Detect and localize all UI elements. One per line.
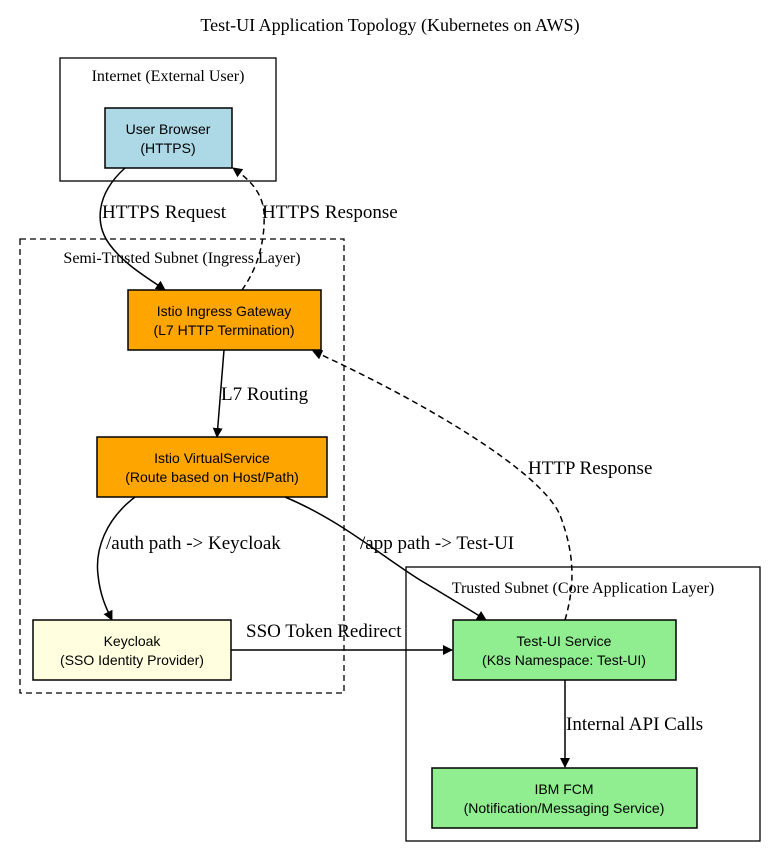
node-ingress-gateway-line2: (L7 HTTP Termination)	[153, 322, 294, 338]
node-virtual-service-line1: Istio VirtualService	[154, 450, 270, 466]
cluster-internet: Internet (External User)	[59, 57, 277, 182]
node-user-browser-line2: (HTTPS)	[140, 140, 195, 156]
edge-internal-api-label: Internal API Calls	[566, 714, 703, 735]
edge-http-response-label: HTTP Response	[528, 458, 652, 479]
node-ibm-fcm-line2: (Notification/Messaging Service)	[464, 800, 665, 816]
cluster-semi-trusted: Semi-Trusted Subnet (Ingress Layer)	[19, 238, 345, 694]
node-ingress-gateway-line1: Istio Ingress Gateway	[157, 303, 292, 319]
node-keycloak-line2: (SSO Identity Provider)	[60, 652, 204, 668]
edge-http-response: HTTP Response	[312, 350, 652, 621]
node-user-browser[interactable]: User Browser (HTTPS)	[104, 107, 233, 169]
cluster-trusted-label: Trusted Subnet (Core Application Layer)	[452, 580, 714, 597]
node-test-ui-service[interactable]: Test-UI Service (K8s Namespace: Test-UI)	[452, 619, 677, 681]
edge-l7-routing-label: L7 Routing	[221, 384, 309, 405]
node-keycloak-line1: Keycloak	[104, 633, 162, 649]
edge-app-path-label: /app path -> Test-UI	[360, 533, 514, 554]
edge-auth-path: /auth path -> Keycloak	[96, 496, 281, 621]
node-user-browser-line1: User Browser	[126, 121, 211, 137]
cluster-trusted: Trusted Subnet (Core Application Layer)	[405, 566, 761, 842]
edge-internal-api: Internal API Calls	[560, 680, 703, 768]
node-virtual-service-line2: (Route based on Host/Path)	[125, 469, 299, 485]
edge-sso-redirect-label: SSO Token Redirect	[246, 621, 402, 642]
node-test-ui-service-line1: Test-UI Service	[517, 633, 612, 649]
edge-https-response-label: HTTPS Response	[262, 202, 398, 223]
edge-auth-path-label: /auth path -> Keycloak	[106, 533, 281, 554]
node-ibm-fcm[interactable]: IBM FCM (Notification/Messaging Service)	[431, 767, 698, 829]
cluster-semi-trusted-label: Semi-Trusted Subnet (Ingress Layer)	[63, 250, 300, 267]
node-virtual-service[interactable]: Istio VirtualService (Route based on Hos…	[96, 436, 328, 498]
edge-https-response: HTTPS Response	[232, 167, 398, 291]
cluster-internet-label: Internet (External User)	[92, 68, 245, 85]
node-ingress-gateway[interactable]: Istio Ingress Gateway (L7 HTTP Terminati…	[127, 289, 322, 351]
diagram-title: Test-UI Application Topology (Kubernetes…	[200, 15, 579, 36]
edge-app-path: /app path -> Test-UI	[284, 496, 514, 621]
edge-sso-redirect: SSO Token Redirect	[231, 621, 453, 655]
node-keycloak[interactable]: Keycloak (SSO Identity Provider)	[32, 619, 232, 681]
edge-l7-routing: L7 Routing	[212, 349, 309, 438]
edge-https-request: HTTPS Request	[99, 167, 227, 291]
node-test-ui-service-line2: (K8s Namespace: Test-UI)	[482, 652, 646, 668]
edge-https-request-label: HTTPS Request	[102, 202, 227, 223]
node-ibm-fcm-line1: IBM FCM	[534, 781, 593, 797]
